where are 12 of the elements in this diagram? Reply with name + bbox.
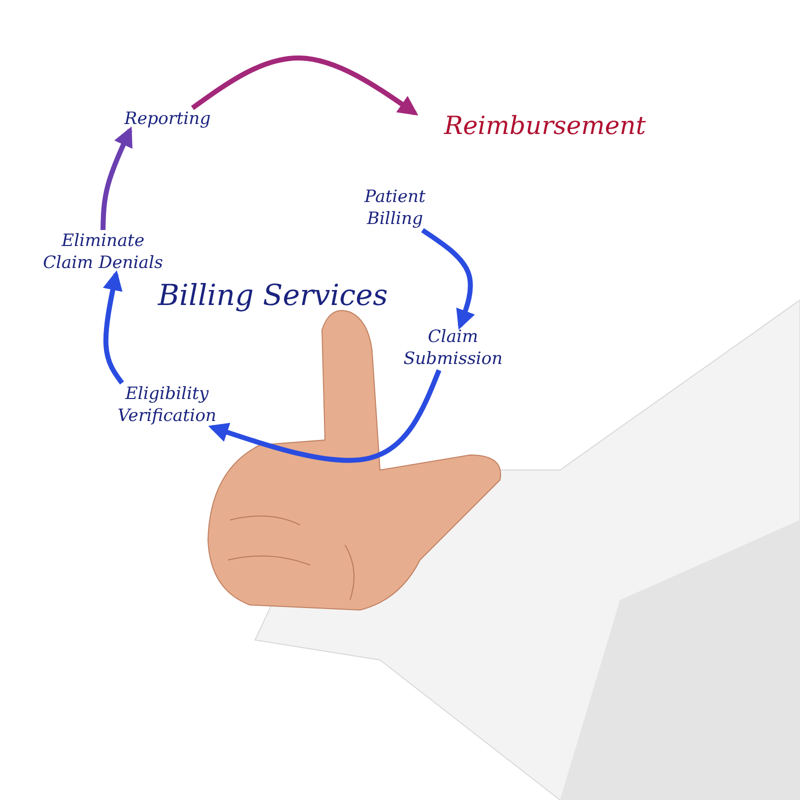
center-title: Billing Services (158, 278, 388, 312)
step-label: Claim Submission (383, 326, 523, 370)
step-label: Eligibility Verification (92, 383, 242, 428)
curved-arrow (421, 228, 475, 330)
step-label: Reporting (105, 108, 230, 130)
step-label: Eliminate Claim Denials (38, 230, 168, 274)
curved-arrow (102, 270, 124, 384)
step-label: Reimbursement (415, 110, 675, 142)
curved-arrow (208, 369, 442, 463)
step-label: Patient Billing (340, 186, 450, 230)
curved-arrow (191, 56, 418, 116)
curved-arrow (100, 126, 132, 230)
